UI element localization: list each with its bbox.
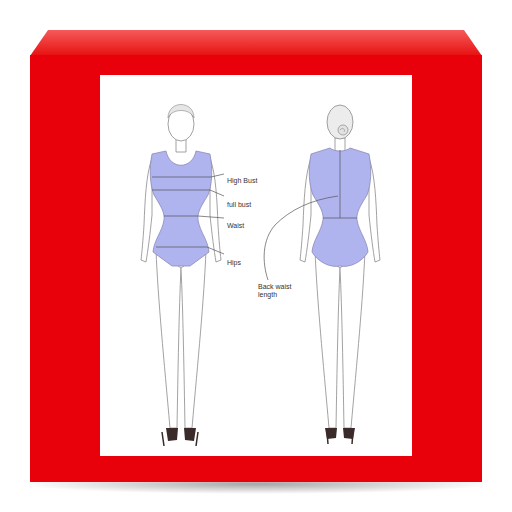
label-holder: full bust bbox=[226, 193, 252, 211]
measurement-label: High Bust bbox=[226, 177, 258, 185]
measurement-label: Back waist length bbox=[257, 283, 297, 299]
measurement-label: Waist bbox=[226, 222, 245, 230]
measurement-label: Hips bbox=[226, 259, 242, 267]
label-holder: Waist bbox=[226, 214, 245, 232]
label-holder: Back waist length bbox=[257, 283, 297, 301]
measurement-label: full bust bbox=[226, 201, 252, 209]
label-holder: High Bust bbox=[226, 169, 258, 187]
label-holder: Hips bbox=[226, 251, 242, 269]
